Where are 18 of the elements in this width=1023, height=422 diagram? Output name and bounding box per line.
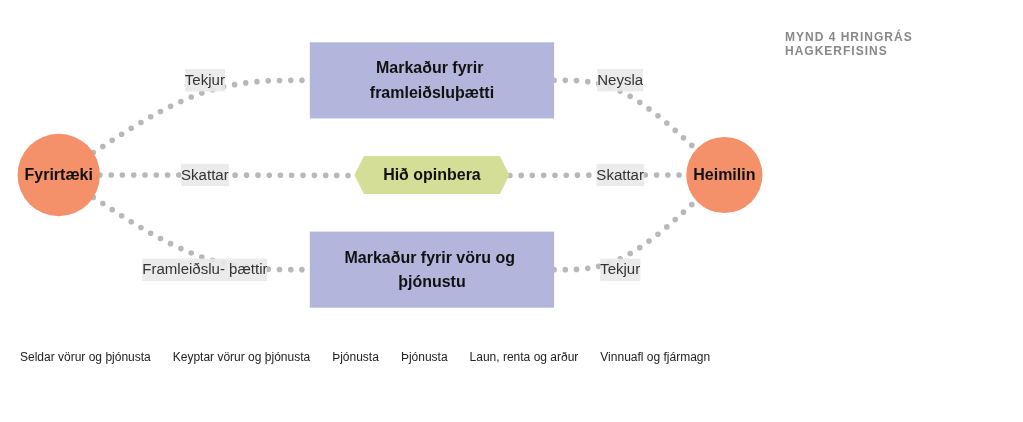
edge-label: Skattar bbox=[596, 166, 644, 183]
edge-label: Tekjur bbox=[184, 71, 225, 88]
edge-label: Neysla bbox=[597, 71, 644, 88]
node-box: Hið opinbera bbox=[354, 155, 510, 195]
edge-label: Framleiðslu- þættir bbox=[142, 261, 268, 278]
node-circle: Fyrirtæki bbox=[17, 133, 100, 217]
edge-label: Tekjur bbox=[600, 261, 641, 278]
flow-label: Þjónusta bbox=[400, 350, 448, 364]
edge-label: Skattar bbox=[181, 166, 229, 183]
node-circle: Heimilin bbox=[686, 136, 763, 214]
flow-label: Vinnuafl og fjármagn bbox=[600, 350, 711, 364]
node-box: Markaður fyrir vöru og þjónustu bbox=[309, 231, 555, 308]
node-box: Markaður fyrir framleiðsluþætti bbox=[309, 42, 555, 119]
flow-label: Seldar vörur og þjónusta bbox=[20, 350, 151, 364]
flow-label: Laun, renta og arður bbox=[469, 350, 579, 364]
flow-label: Þjónusta bbox=[332, 350, 379, 364]
figure-title: MYND 4 HRINGRÁS HAGKERFISINS bbox=[785, 30, 914, 58]
flow-label: Keyptar vörur og þjónusta bbox=[172, 350, 311, 364]
